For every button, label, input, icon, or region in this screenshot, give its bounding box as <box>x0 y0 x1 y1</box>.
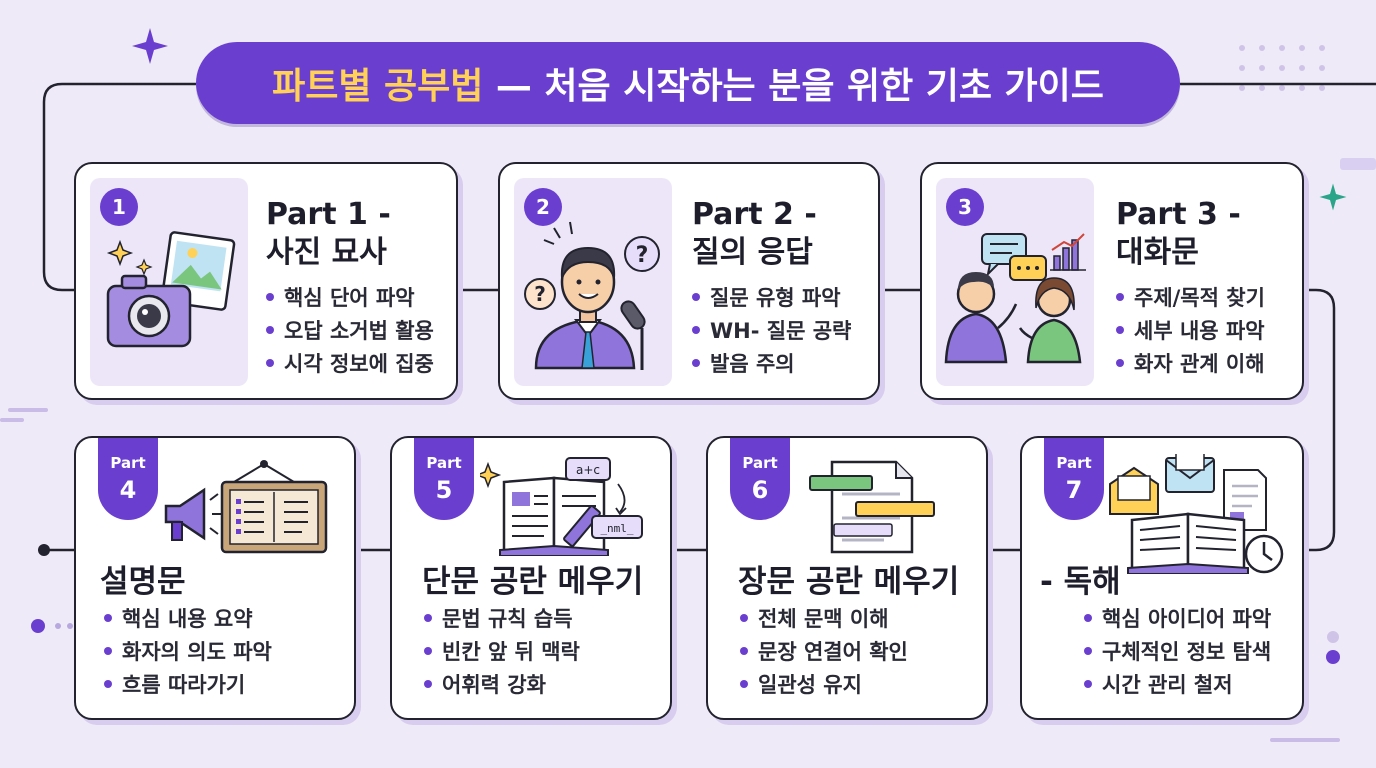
camera-photo-icon <box>106 231 236 348</box>
part2-title-line2: 질의 응답 <box>692 235 813 270</box>
part3-title-line1: Part 3 - <box>1116 197 1241 232</box>
svg-text:?: ? <box>636 243 649 268</box>
document-highlight-icon <box>809 460 935 554</box>
svg-text:?: ? <box>534 282 546 306</box>
part7-bullet-list: 핵심 아이디어 파악 구체적인 정보 탐색 시간 관리 철저 <box>1084 603 1271 702</box>
sparkle-icon <box>132 28 168 64</box>
part4-tab-label: Part <box>110 454 146 472</box>
part6-card: Part 6 장문 공란 메우기 전체 문맥 이해 문장 연결어 확인 일관성 … <box>706 436 988 720</box>
speaker-question-icon: ? ? <box>524 221 660 370</box>
part3-bullet-list: 주제/목적 찾기 세부 내용 파악 화자 관계 이해 <box>1116 282 1265 381</box>
title-rest: — 처음 시작하는 분을 위한 기초 가이드 <box>483 66 1104 107</box>
dot-grid-decoration <box>1239 45 1325 91</box>
list-item: WH- 질문 공략 <box>692 315 851 348</box>
part4-tab: Part 4 <box>98 438 158 520</box>
part3-title-line2: 대화문 <box>1116 235 1199 270</box>
list-item: 어휘력 강화 <box>424 669 580 702</box>
part4-bullet-list: 핵심 내용 요약 화자의 의도 파악 흐름 따라가기 <box>104 603 272 702</box>
dot-line-decoration <box>31 619 73 633</box>
title-highlight: 파트별 공부법 <box>272 66 484 107</box>
list-item: 전체 문맥 이해 <box>740 603 908 636</box>
part2-title-line1: Part 2 - <box>692 197 817 232</box>
part5-tab-number: 5 <box>435 476 453 504</box>
part6-tab-number: 6 <box>751 476 769 504</box>
part3-number-badge: 3 <box>946 188 984 226</box>
list-item: 핵심 단어 파악 <box>266 282 434 315</box>
list-item: 질문 유형 파악 <box>692 282 851 315</box>
part7-tab-number: 7 <box>1065 476 1083 504</box>
open-book-pen-icon: a+c _nml_ <box>480 457 643 556</box>
part6-title: 장문 공란 메우기 <box>738 564 960 600</box>
list-item: 주제/목적 찾기 <box>1116 282 1265 315</box>
list-item: 일관성 유지 <box>740 669 908 702</box>
list-item: 핵심 내용 요약 <box>104 603 272 636</box>
part5-tab: Part 5 <box>414 438 474 520</box>
list-item: 핵심 아이디어 파악 <box>1084 603 1271 636</box>
list-item: 시각 정보에 집중 <box>266 348 434 381</box>
part5-bullet-list: 문법 규칙 습득 빈칸 앞 뒤 맥락 어휘력 강화 <box>424 603 580 702</box>
sparkle-icon <box>1319 183 1347 211</box>
part1-illustration <box>90 178 248 386</box>
part1-title-line1: Part 1 - <box>266 197 391 232</box>
part1-bullet-list: 핵심 단어 파악 오답 소거법 활용 시각 정보에 집중 <box>266 282 434 381</box>
list-item: 구체적인 정보 탐색 <box>1084 636 1271 669</box>
part2-title: Part 2 - 질의 응답 <box>692 196 817 272</box>
part1-card: 1 Part 1 - 사진 묘사 핵심 단어 파악 오답 소거법 활용 시각 정… <box>74 162 458 400</box>
part7-tab-label: Part <box>1056 454 1092 472</box>
part5-icon-text-top: a+c <box>576 463 600 477</box>
list-item: 화자 관계 이해 <box>1116 348 1265 381</box>
part4-card: Part 4 설명문 핵심 내용 요약 화자의 의도 파악 흐름 따라가기 <box>74 436 356 720</box>
part5-tab-label: Part <box>426 454 462 472</box>
dot-decoration <box>1326 631 1340 664</box>
line-decoration <box>1270 738 1340 742</box>
part2-bullet-list: 질문 유형 파악 WH- 질문 공략 발음 주의 <box>692 282 851 381</box>
part1-number-badge: 1 <box>100 188 138 226</box>
list-item: 문법 규칙 습득 <box>424 603 580 636</box>
list-item: 빈칸 앞 뒤 맥락 <box>424 636 580 669</box>
part3-title: Part 3 - 대화문 <box>1116 196 1241 272</box>
part7-tab: Part 7 <box>1044 438 1104 520</box>
page-title: 파트별 공부법 — 처음 시작하는 분을 위한 기초 가이드 <box>196 42 1180 124</box>
list-item: 발음 주의 <box>692 348 851 381</box>
part7-card: Part 7 - 독해 핵심 아이디어 파악 구체적인 정보 탐색 시간 관리 … <box>1020 436 1304 720</box>
list-item: 시간 관리 철저 <box>1084 669 1271 702</box>
list-item: 세부 내용 파악 <box>1116 315 1265 348</box>
part6-tab-label: Part <box>742 454 778 472</box>
part1-title-line2: 사진 묘사 <box>266 235 387 270</box>
list-item: 화자의 의도 파악 <box>104 636 272 669</box>
part6-tab: Part 6 <box>730 438 790 520</box>
stripe-decoration <box>1340 158 1376 170</box>
part5-icon-text-bottom: _nml_ <box>600 522 633 535</box>
part4-tab-number: 4 <box>119 476 137 504</box>
part3-card: 3 Part 3 - 대화문 주제/목적 찾기 세부 내용 파악 화자 관계 이… <box>920 162 1304 400</box>
part5-title: 단문 공란 메우기 <box>422 564 644 600</box>
part7-title: - 독해 <box>1040 564 1121 600</box>
part4-title: 설명문 <box>100 564 186 600</box>
part2-card: ? ? 2 Part 2 - 질의 응답 질문 유형 파악 WH- 질문 공략 … <box>498 162 880 400</box>
part2-number-badge: 2 <box>524 188 562 226</box>
part6-bullet-list: 전체 문맥 이해 문장 연결어 확인 일관성 유지 <box>740 603 908 702</box>
part5-card: Part 5 a+c _nml_ 단문 공란 메우기 문법 규칙 습득 빈칸 앞… <box>390 436 672 720</box>
conversation-icon <box>944 233 1086 364</box>
part1-title: Part 1 - 사진 묘사 <box>266 196 391 272</box>
list-item: 오답 소거법 활용 <box>266 315 434 348</box>
megaphone-board-icon <box>164 460 328 554</box>
reading-clock-icon <box>1109 454 1284 574</box>
line-decoration <box>0 408 48 422</box>
list-item: 문장 연결어 확인 <box>740 636 908 669</box>
list-item: 흐름 따라가기 <box>104 669 272 702</box>
